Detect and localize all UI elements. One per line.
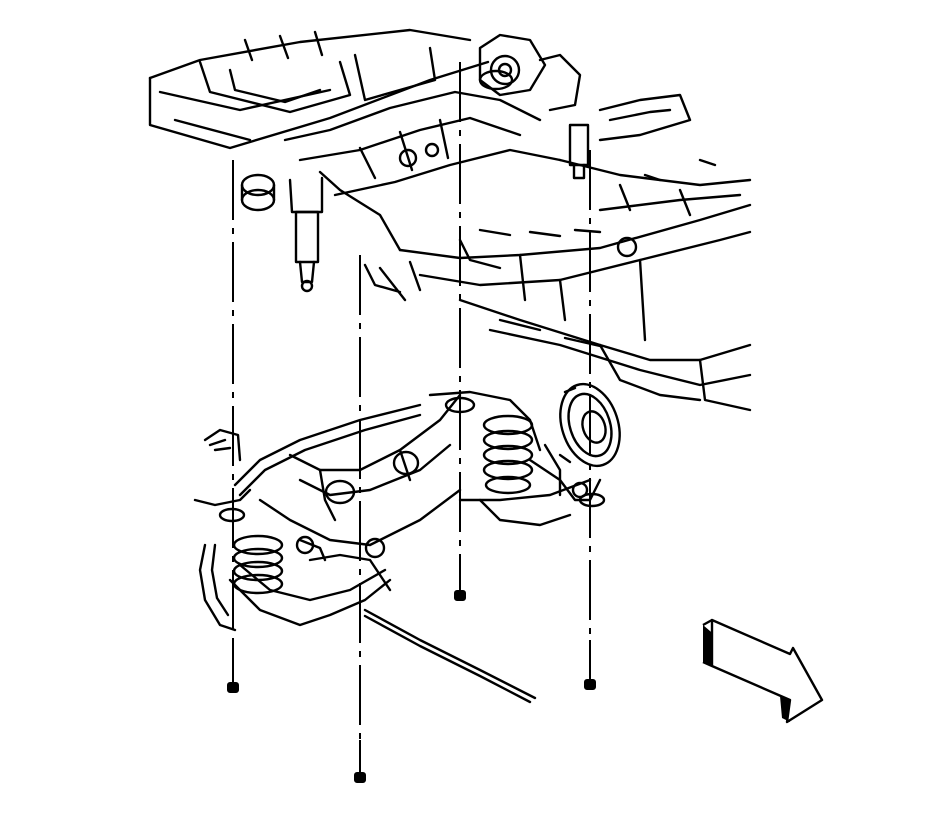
alignment-lines (232, 62, 591, 740)
coil-spring-right (482, 414, 534, 495)
coil-spring-left (232, 534, 284, 595)
rear-suspension-assembly (193, 390, 602, 704)
bolt-icon (227, 640, 239, 693)
cable (363, 608, 537, 704)
mounting-bolts (227, 560, 596, 783)
vehicle-frame (148, 28, 752, 412)
bolt-icon (584, 640, 596, 690)
bolt-icon (454, 560, 466, 601)
bolt-icon (354, 740, 366, 783)
shock-absorbers (288, 123, 590, 293)
forward-arrow-icon (702, 618, 824, 724)
